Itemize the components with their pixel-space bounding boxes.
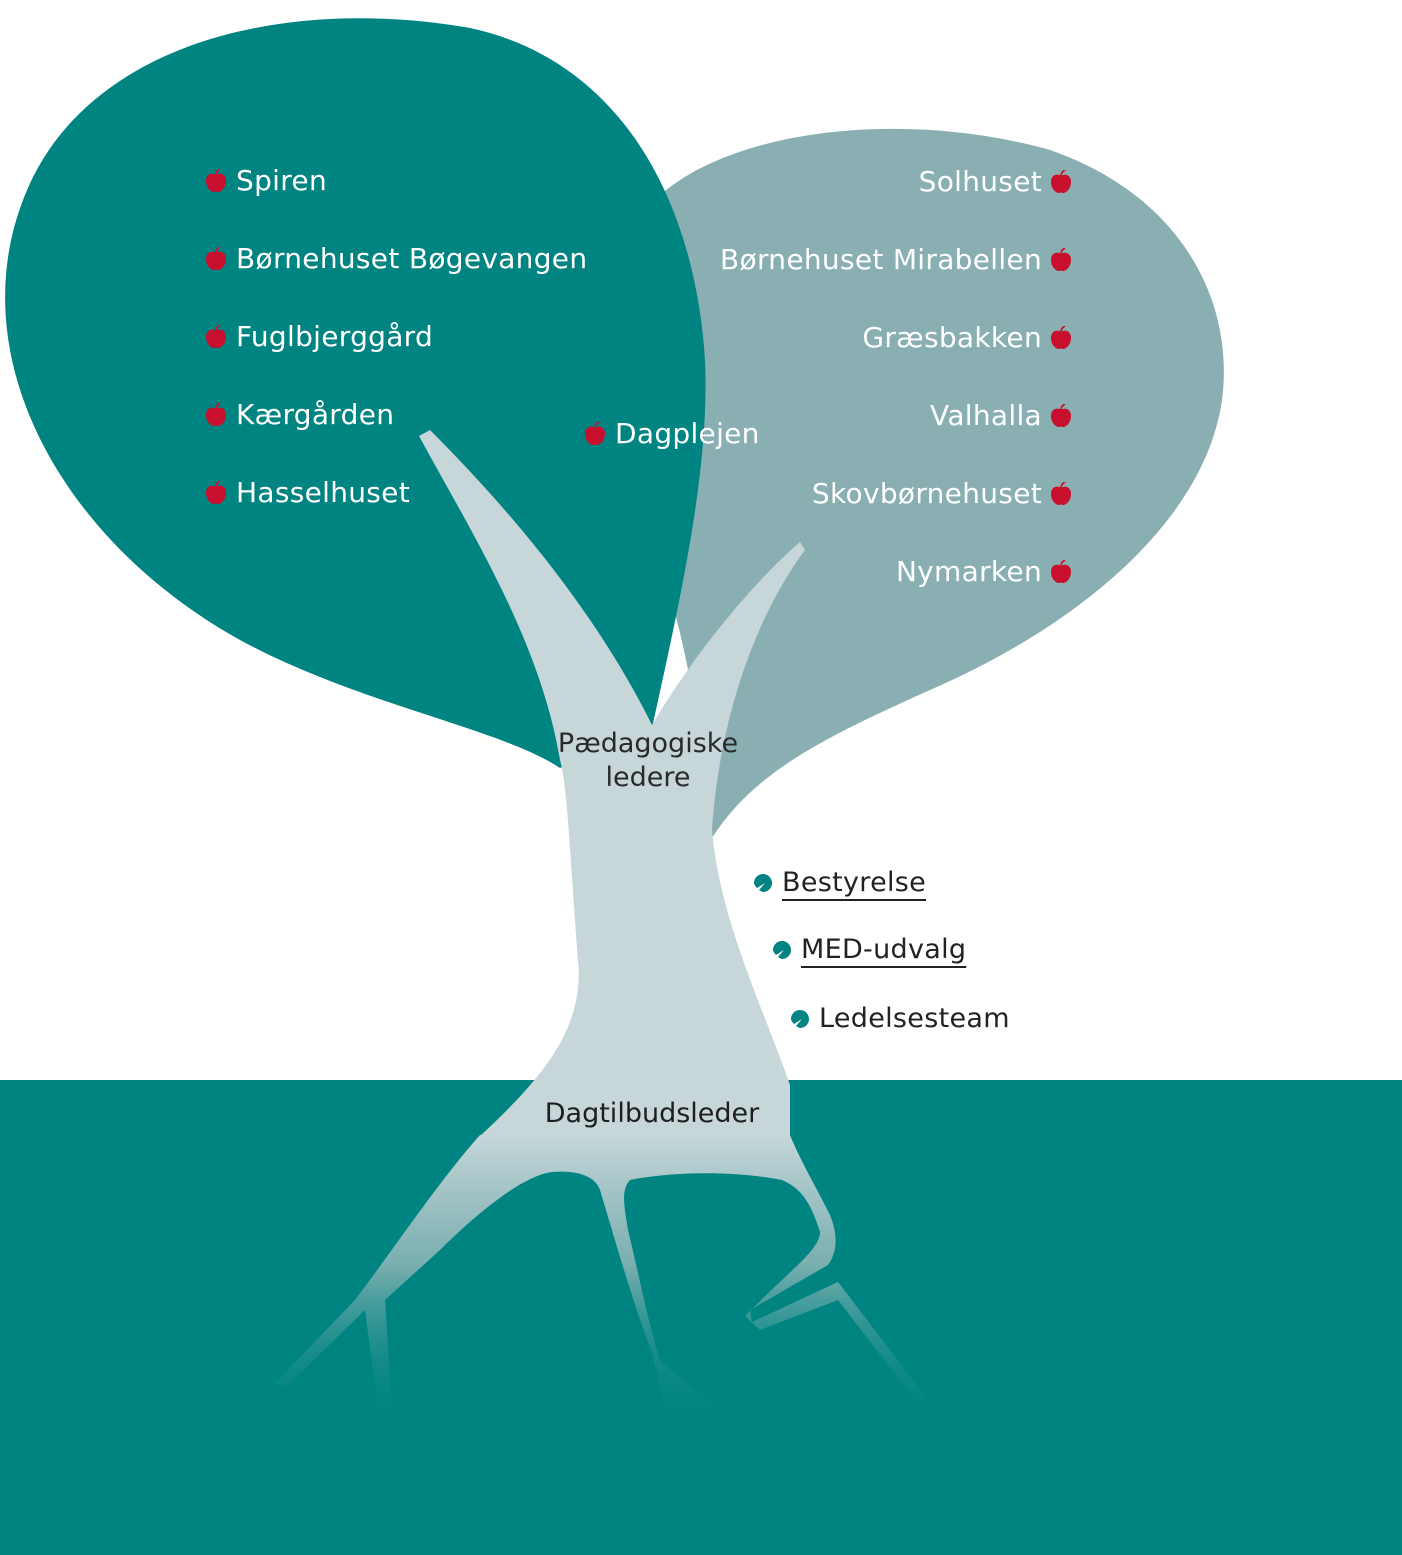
right-item-nymarken[interactable]: Nymarken bbox=[896, 558, 1072, 586]
right-crown bbox=[617, 128, 1224, 838]
left-item-label: Kærgården bbox=[236, 398, 395, 431]
right-item-label: Skovbørnehuset bbox=[811, 477, 1042, 510]
apple-icon bbox=[1050, 248, 1072, 272]
apple-icon bbox=[1050, 560, 1072, 584]
tree-roots bbox=[273, 1135, 928, 1422]
left-item-label: Fuglbjerggård bbox=[236, 320, 434, 353]
right-item-skovbornehuset[interactable]: Skovbørnehuset bbox=[812, 480, 1072, 508]
trunk-label: Pædagogiske ledere bbox=[548, 727, 748, 795]
med-udvalg-link[interactable]: MED-udvalg bbox=[801, 934, 967, 965]
right-item-label: Græsbakken bbox=[862, 321, 1042, 354]
left-item-label: Spiren bbox=[236, 164, 327, 197]
governance-item-bestyrelse[interactable]: Bestyrelse bbox=[753, 869, 926, 896]
right-item-label: Valhalla bbox=[930, 399, 1042, 432]
left-item-spiren[interactable]: Spiren bbox=[205, 167, 327, 195]
apple-icon bbox=[205, 247, 227, 271]
left-item-fuglbjerggard[interactable]: Fuglbjerggård bbox=[205, 323, 433, 351]
ledelsesteam-label: Ledelsesteam bbox=[819, 1003, 1010, 1034]
left-item-kaergarden[interactable]: Kærgården bbox=[205, 401, 394, 429]
left-item-hasselhuset[interactable]: Hasselhuset bbox=[205, 479, 410, 507]
left-item-label: Hasselhuset bbox=[236, 476, 410, 509]
trunk-label-line2: ledere bbox=[605, 762, 691, 793]
left-item-label: Børnehuset Bøgevangen bbox=[236, 242, 588, 275]
apple-icon bbox=[584, 422, 606, 446]
center-item-label: Dagplejen bbox=[615, 417, 760, 450]
leaf-icon bbox=[772, 940, 792, 960]
governance-item-ledelsesteam[interactable]: Ledelsesteam bbox=[790, 1005, 1010, 1032]
center-item-dagplejen[interactable]: Dagplejen bbox=[584, 420, 760, 448]
right-item-label: Nymarken bbox=[895, 555, 1042, 588]
tree-trunk bbox=[419, 430, 805, 1136]
apple-icon bbox=[205, 403, 227, 427]
apple-icon bbox=[1050, 326, 1072, 350]
trunk-label-line1: Pædagogiske bbox=[557, 728, 739, 759]
root-label[interactable]: Dagtilbudsleder bbox=[544, 1098, 760, 1129]
left-item-bogevangen[interactable]: Børnehuset Bøgevangen bbox=[205, 245, 587, 273]
apple-icon bbox=[205, 325, 227, 349]
bestyrelse-link[interactable]: Bestyrelse bbox=[782, 867, 927, 898]
right-item-label: Solhuset bbox=[918, 165, 1042, 198]
leaf-icon bbox=[753, 873, 773, 893]
right-item-mirabellen[interactable]: Børnehuset Mirabellen bbox=[720, 246, 1072, 274]
right-item-valhalla[interactable]: Valhalla bbox=[930, 402, 1072, 430]
apple-icon bbox=[1050, 170, 1072, 194]
right-item-solhuset[interactable]: Solhuset bbox=[919, 168, 1072, 196]
right-item-graesbakken[interactable]: Græsbakken bbox=[862, 324, 1072, 352]
leaf-icon bbox=[790, 1009, 810, 1029]
governance-item-med-udvalg[interactable]: MED-udvalg bbox=[772, 936, 966, 963]
apple-icon bbox=[205, 481, 227, 505]
apple-icon bbox=[1050, 482, 1072, 506]
apple-icon bbox=[205, 169, 227, 193]
apple-icon bbox=[1050, 404, 1072, 428]
right-item-label: Børnehuset Mirabellen bbox=[720, 243, 1042, 276]
